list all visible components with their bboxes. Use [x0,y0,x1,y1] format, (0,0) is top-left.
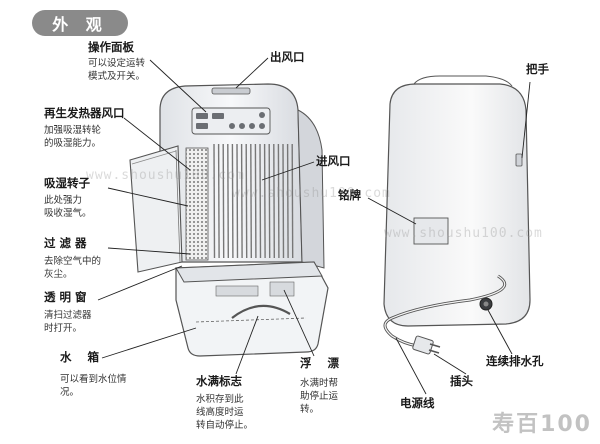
grille-bar [236,143,239,259]
open-door [129,145,183,273]
label-water-tank: 水 箱 [60,350,100,364]
section-header: 外 观 [32,10,128,36]
grille-bar [273,143,275,259]
desc-clear-window: 清扫过滤器 时打开。 [44,310,92,334]
grille-bar [222,143,225,259]
grille-bar [268,143,271,259]
label-drain-hole: 连续排水孔 [486,354,544,368]
label-plug: 插头 [450,374,473,388]
front-unit [129,83,329,357]
label-air-inlet: 进风口 [316,154,351,168]
label-regen-heater-vent: 再生发热器风口 [44,106,125,120]
nameplate-plate [413,217,449,245]
corner-logo: 寿百100 [492,412,592,437]
label-clear-window: 透 明 窗 [44,290,87,304]
back-unit [383,75,531,355]
filter-mesh [185,147,209,261]
grille-bar [227,143,229,259]
grille-bar [277,143,280,259]
desc-float: 水满时帮 助停止运 转。 [300,378,339,415]
grille-bar [282,143,285,259]
back-handle-slot [515,153,523,167]
grille-bar [291,143,294,259]
desc-water-tank: 可以看到水位情 况。 [60,374,127,398]
label-full-water-mark: 水满标志 [196,374,242,388]
grille-bar [217,143,220,259]
watermark-1: www.shoushu100.com [86,168,245,183]
label-power-cord: 电源线 [400,396,435,410]
label-float: 浮 漂 [300,356,340,370]
tank-handle [231,304,291,319]
air-inlet-grille [213,143,294,259]
label-nameplate: 铭牌 [338,188,361,202]
grille-bar [259,143,262,259]
grille-bar [286,143,289,259]
grille-bar [213,143,216,259]
grille-bar [263,143,266,259]
back-body-top [413,75,513,87]
label-desiccant-rotor: 吸湿转子 [44,176,90,190]
watermark-3: www.shoushu100.com [384,226,543,241]
desc-full-water-mark: 水积存到此 线高度时运 转自动停止。 [196,394,254,431]
front-body-side [297,109,325,269]
back-body [383,83,531,327]
air-outlet-slot [211,87,251,95]
water-tank-lip [175,261,323,283]
label-filter: 过 滤 器 [44,236,87,250]
grille-bar [240,143,243,259]
label-handle: 把手 [526,62,549,76]
label-air-outlet: 出风口 [270,50,305,64]
grille-bar [254,143,257,259]
plug-shape [412,335,441,355]
door-inner-edge [175,149,181,263]
grille-bar [245,143,248,259]
leader-lines [97,57,531,395]
watermark-2: www.shoushu100.com [232,186,391,201]
label-control-panel: 操作面板 [88,40,134,54]
desc-desiccant-rotor: 此处强力 吸收湿气。 [44,195,92,219]
control-buttons [196,112,265,129]
desc-control-panel: 可以设定运转 模式及开关。 [88,58,146,82]
grille-bar [250,143,252,259]
control-panel-plate [191,107,271,135]
grille-bar [231,143,234,259]
desc-regen-heater-vent: 加强吸湿转轮 的吸湿能力。 [44,125,102,149]
desc-filter: 去除空气中的 灰尘。 [44,256,102,280]
full-water-line [195,317,307,323]
